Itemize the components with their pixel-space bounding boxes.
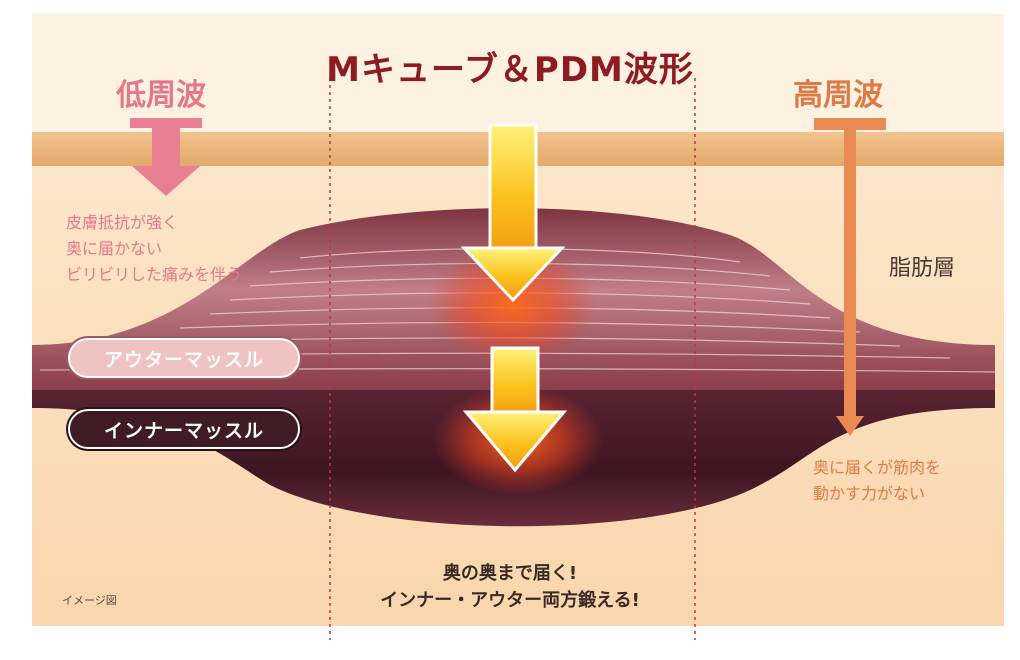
inner-muscle-label: インナーマッスル	[68, 409, 300, 449]
diagram-title: Mキューブ＆PDM波形	[326, 50, 694, 90]
center-caption: 奥の奥まで届く! インナー・アウター両方鍛える!	[380, 563, 640, 611]
fat-layer-label: 脂肪層	[889, 256, 956, 281]
center-upper-arrow-icon	[460, 123, 566, 303]
high-frequency-description: 奥に届くが筋肉を 動かす力がない	[813, 458, 942, 503]
image-note: イメージ図	[62, 594, 117, 607]
low-frequency-arrow-icon	[130, 118, 202, 196]
high-frequency-arrow-icon	[814, 118, 886, 436]
low-frequency-description: 皮膚抵抗が強く 奥に届かない ビリビリした痛みを伴う	[66, 213, 243, 284]
upper-glow	[427, 245, 597, 365]
center-lower-arrow-icon	[462, 346, 568, 473]
top-background	[32, 14, 1004, 132]
high-frequency-title: 高周波	[793, 78, 883, 113]
outer-muscle-label: アウターマッスル	[68, 338, 300, 378]
low-frequency-title: 低周波	[116, 78, 206, 113]
